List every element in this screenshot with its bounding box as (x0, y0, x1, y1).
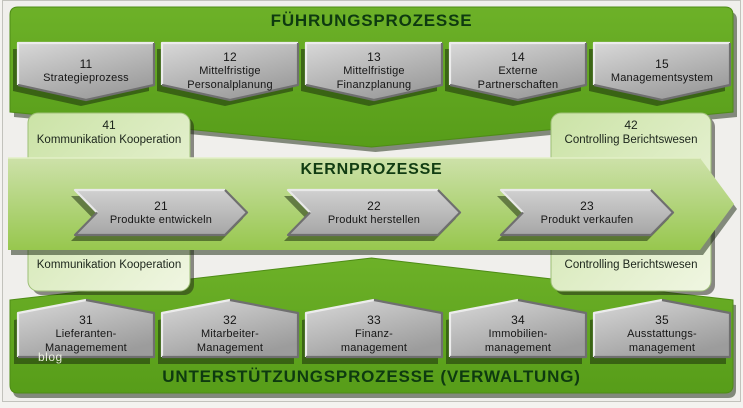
support-band-title: UNTERSTÜTZUNGSPROZESSE (VERWALTUNG) (162, 367, 581, 386)
process-label-line: Management (196, 342, 264, 354)
process-label-line: management (628, 342, 696, 354)
process-label-line: Produkt verkaufen (540, 213, 634, 226)
process-label-line: Lieferanten- (55, 328, 117, 340)
side-bar-41-label: 41 Kommunikation Kooperation (28, 118, 190, 148)
process-number: 34 (511, 313, 525, 327)
process-number: 21 (154, 198, 168, 213)
process-number: 35 (655, 313, 669, 327)
process-label-line: Managementsystem (610, 72, 714, 84)
process-number: 41 (102, 118, 116, 132)
core-arrow-shapes (71, 188, 675, 241)
process-label-line: Strategieprozess (43, 72, 129, 84)
process-box-31: 31 Lieferanten- Managemement (18, 311, 154, 357)
process-number: 42 (624, 118, 638, 132)
process-label-line: Finanz- (354, 328, 394, 340)
process-number: 11 (79, 57, 93, 71)
process-label-line: Immobilien- (488, 328, 548, 340)
process-box-35: 35 Ausstattungs- management (594, 311, 730, 357)
process-number: 31 (79, 313, 93, 327)
process-number: 12 (223, 50, 237, 64)
process-number: 22 (367, 198, 381, 213)
side-bar-42-bottom-label: Controlling Berichtswesen (564, 259, 698, 271)
process-label-line: Mittelfristige (343, 65, 405, 77)
process-number: 23 (580, 198, 594, 213)
process-label-line: Controlling Berichtswesen (564, 134, 698, 146)
process-number: 33 (367, 313, 381, 327)
process-box-33: 33 Finanz- management (306, 311, 442, 357)
process-label-line: Personalplanung (187, 79, 273, 91)
process-box-13: 13 Mittelfristige Finanzplanung (306, 45, 442, 97)
leadership-band-title: FÜHRUNGSPROZESSE (270, 11, 473, 30)
process-label-line: Ausstattungs- (627, 328, 697, 340)
process-label-line: Mittelfristige (199, 65, 261, 77)
process-number: 13 (367, 50, 381, 64)
core-arrow-21: 21 Produkte entwickeln (75, 190, 247, 235)
process-number: 14 (511, 50, 525, 64)
process-label-line: management (484, 342, 552, 354)
process-label-line: Finanzplanung (336, 79, 412, 91)
process-box-15: 15 Managementsystem (594, 45, 730, 97)
process-label-line: Produkte entwickeln (109, 213, 213, 226)
process-label-line: Kommunikation Kooperation (36, 134, 182, 146)
bottom-process-box-shapes (14, 298, 732, 364)
process-label-line: Externe (498, 65, 538, 77)
side-bar-41-bottom-label: Kommunikation Kooperation (36, 259, 182, 271)
side-bar-42-label: 42 Controlling Berichtswesen (551, 118, 711, 148)
process-label-line: Partnerschaften (477, 79, 559, 91)
process-box-12: 12 Mittelfristige Personalplanung (162, 45, 298, 97)
process-box-11: 11 Strategieprozess (18, 45, 154, 97)
process-label-line: Managemement (45, 342, 127, 354)
process-number: 15 (655, 57, 669, 71)
core-arrow-22: 22 Produkt herstellen (288, 190, 460, 235)
process-label-line: Mitarbeiter- (200, 328, 260, 340)
core-band-title: KERNPROZESSE (300, 161, 443, 178)
process-number: 32 (223, 313, 237, 327)
top-process-box-shapes (13, 41, 732, 106)
blog-watermark: blog (38, 350, 63, 364)
process-box-14: 14 Externe Partnerschaften (450, 45, 586, 97)
process-box-34: 34 Immobilien- management (450, 311, 586, 357)
process-label-line: Produkt herstellen (327, 213, 421, 226)
core-arrow-23: 23 Produkt verkaufen (501, 190, 673, 235)
process-box-32: 32 Mitarbeiter- Management (162, 311, 298, 357)
process-label-line: management (340, 342, 408, 354)
